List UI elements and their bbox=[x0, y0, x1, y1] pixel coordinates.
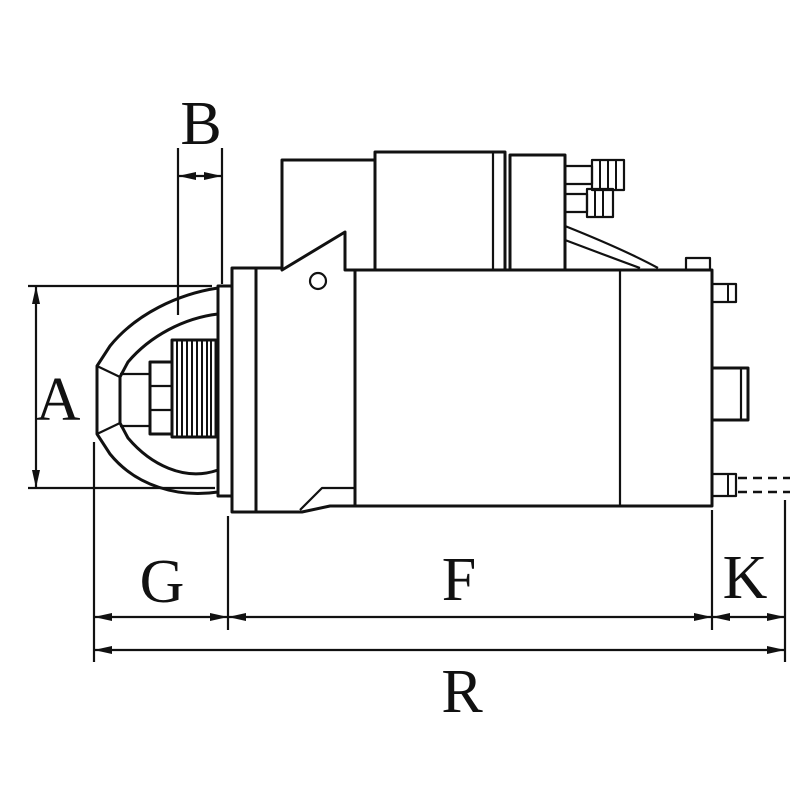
dimension-extension-lines bbox=[92, 442, 787, 662]
main-body bbox=[353, 268, 714, 508]
pinion-gear bbox=[170, 338, 218, 439]
dimension-label-r: R bbox=[441, 658, 483, 726]
front-shaft-stub bbox=[120, 360, 174, 436]
dimension-a: A bbox=[28, 284, 215, 490]
flange-plate-thin bbox=[216, 284, 234, 498]
terminal-strap bbox=[564, 224, 659, 270]
dimension-f: F bbox=[228, 546, 712, 621]
rear-bolt-bottom bbox=[712, 472, 738, 498]
dimension-r: R bbox=[94, 646, 785, 726]
rear-bolt-top bbox=[712, 282, 738, 304]
body-top-tab bbox=[684, 256, 712, 270]
terminal-stud-bottom bbox=[565, 187, 615, 219]
dimension-b: B bbox=[176, 90, 224, 315]
terminal-stud-top bbox=[565, 158, 626, 192]
solenoid-body bbox=[373, 150, 507, 272]
dimension-k: K bbox=[712, 544, 785, 621]
flange-plate-thick bbox=[230, 266, 258, 514]
motor-drawing bbox=[95, 150, 790, 514]
nose-bracket bbox=[95, 286, 219, 495]
dimension-label-k: K bbox=[723, 544, 768, 612]
dimension-label-f: F bbox=[442, 546, 476, 614]
drive-housing-upper-block bbox=[280, 158, 377, 272]
rear-shaft-stub bbox=[712, 366, 750, 422]
dimension-label-g: G bbox=[140, 548, 185, 616]
drive-end-housing bbox=[256, 266, 355, 514]
solenoid-end-block bbox=[508, 153, 567, 272]
dimension-g: G bbox=[94, 548, 228, 621]
dimension-label-b: B bbox=[180, 90, 221, 158]
inspection-hole bbox=[308, 271, 328, 291]
hidden-stud-dashed bbox=[738, 476, 790, 494]
dimension-label-a: A bbox=[36, 366, 81, 434]
